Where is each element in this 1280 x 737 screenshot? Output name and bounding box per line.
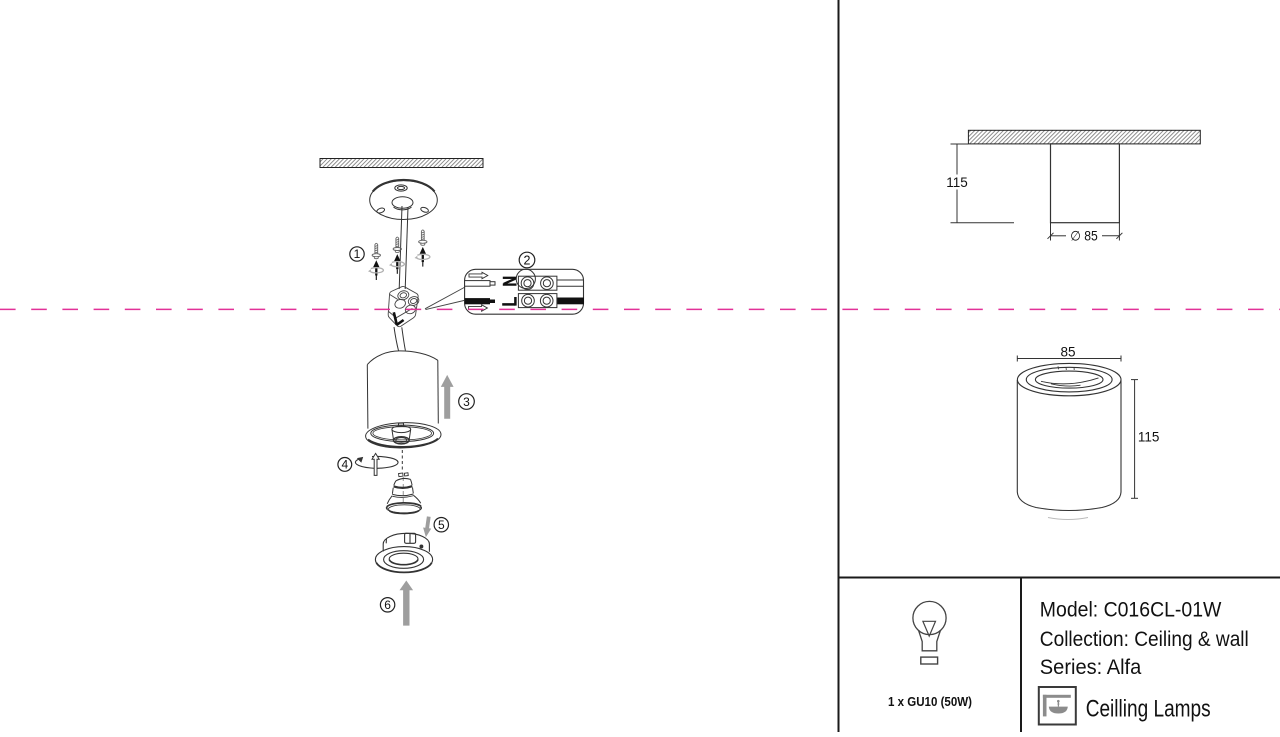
svg-text:3: 3 xyxy=(463,395,470,409)
svg-text:Ceilling Lamps: Ceilling Lamps xyxy=(1086,696,1211,723)
svg-text:5: 5 xyxy=(438,518,445,532)
svg-text:115: 115 xyxy=(946,175,968,190)
svg-text:85: 85 xyxy=(1060,345,1075,360)
svg-text:Series: Alfa: Series: Alfa xyxy=(1040,655,1142,679)
svg-text:2: 2 xyxy=(524,254,531,268)
svg-text:4: 4 xyxy=(341,458,348,472)
svg-text:1: 1 xyxy=(354,247,361,261)
svg-text:6: 6 xyxy=(384,598,391,612)
svg-text:1 x GU10 (50W): 1 x GU10 (50W) xyxy=(888,694,972,709)
svg-text:Model: C016CL-01W: Model: C016CL-01W xyxy=(1040,598,1222,622)
svg-text:Collection: Ceiling & wall: Collection: Ceiling & wall xyxy=(1040,627,1249,651)
svg-text:115: 115 xyxy=(1138,430,1160,445)
svg-text:∅ 85: ∅ 85 xyxy=(1070,228,1098,243)
